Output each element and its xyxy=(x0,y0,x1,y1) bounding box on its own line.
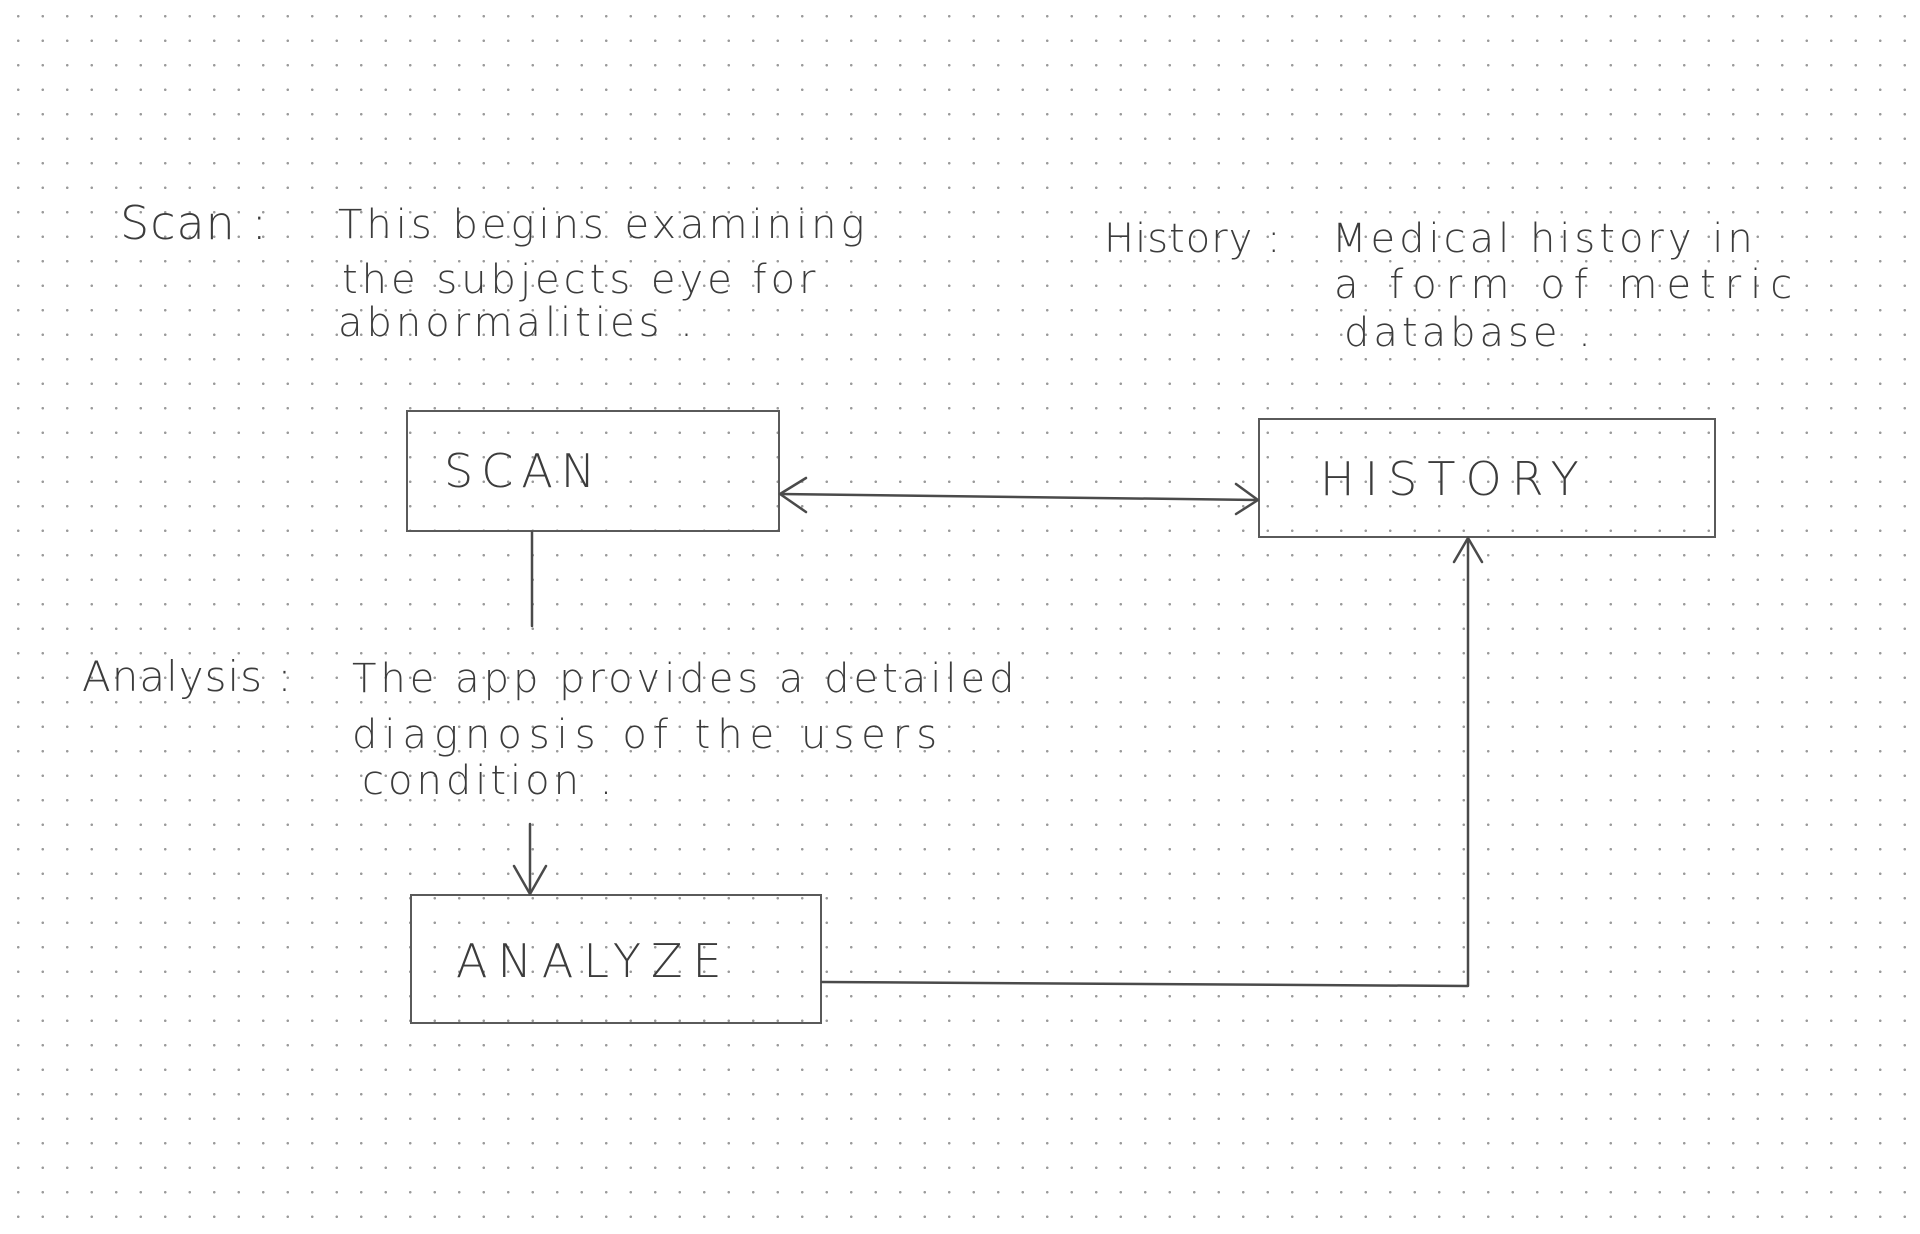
history-note-label: History : xyxy=(1104,216,1282,262)
history-note-line-3: database . xyxy=(1344,310,1595,356)
analysis-note-label: Analysis : xyxy=(82,652,293,701)
scan-note-line-1: This begins examining xyxy=(338,202,869,248)
analysis-note-line-2: diagnosis of the users xyxy=(352,712,945,758)
analyze-history-connector xyxy=(820,536,1470,988)
scan-note-line-2: the subjects eye for xyxy=(342,257,820,303)
history-box: HISTORY xyxy=(1258,418,1716,538)
analysis-note-line-3: condition . xyxy=(362,758,617,804)
history-note-line-1: Medical history in xyxy=(1332,216,1757,262)
scan-history-connector xyxy=(778,492,1260,502)
scan-arrowhead xyxy=(778,476,808,514)
analyze-box-label: ANALYZE xyxy=(456,934,732,988)
history-arrowhead-bottom xyxy=(1452,536,1484,564)
analyze-box: ANALYZE xyxy=(410,894,822,1024)
scan-note-line-3: abnormalities . xyxy=(338,300,697,346)
analyze-arrowhead xyxy=(512,864,548,896)
history-note-line-2: a form of metric xyxy=(1334,262,1802,308)
analysis-note-line-1: The app provides a detailed xyxy=(352,656,1019,702)
scan-box: SCAN xyxy=(406,410,780,532)
scan-note-label: Scan : xyxy=(120,196,268,250)
history-arrowhead-left xyxy=(1234,482,1260,516)
history-box-label: HISTORY xyxy=(1320,452,1589,506)
scan-box-label: SCAN xyxy=(444,444,604,498)
